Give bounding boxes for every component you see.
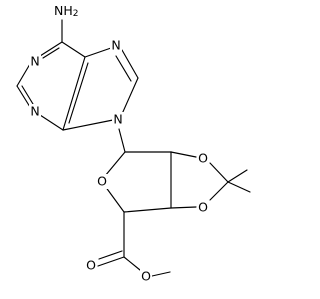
atom-o-ester: O — [141, 269, 151, 284]
bond-otop-cacetal — [209, 162, 229, 183]
bond-obot-c3 — [170, 206, 197, 209]
bond-c6-n1-double — [42, 47, 60, 59]
bond-lines — [16, 19, 251, 277]
bond-c6-c5 — [61, 41, 86, 58]
bond-c4-oring — [104, 185, 125, 213]
bond-c2-otop — [170, 151, 197, 158]
bond-c2-n3-double — [21, 85, 34, 105]
bond-methyl-b — [227, 181, 251, 193]
atom-o-dioxolane-top: O — [198, 151, 208, 166]
bond-c3-c4 — [123, 207, 172, 213]
bond-n7-c8-double — [115, 55, 132, 82]
atom-n7: N — [111, 38, 120, 53]
bond-n7-c8 — [121, 49, 139, 79]
atom-n3: N — [30, 104, 39, 119]
atom-o-carbonyl: O — [86, 258, 96, 273]
bond-c6-n1 — [39, 41, 63, 57]
bond-ccarb-ocarb — [97, 256, 125, 267]
structure-canvas: NH2 N N N N O O O O O — [16, 1, 251, 284]
bond-n1-c2 — [16, 63, 31, 87]
bond-c4-c5 — [62, 56, 86, 131]
atom-n1: N — [30, 54, 39, 69]
bond-n9-c4 — [62, 119, 114, 131]
atom-labels: NH2 N N N N O O O O O — [29, 1, 209, 284]
bond-oring-c1 — [104, 151, 126, 177]
atom-n9: N — [113, 112, 122, 127]
bond-cacetal-obot — [209, 181, 229, 201]
bond-ccarb-ocarb-double — [98, 250, 123, 260]
bond-c8-n9 — [121, 77, 139, 115]
bond-c2-n3 — [16, 85, 31, 108]
bond-c4-c5-double — [68, 62, 89, 124]
bond-oester-ch3 — [151, 271, 171, 277]
amino-label: NH2 — [54, 3, 78, 20]
bond-c5-n7 — [84, 47, 112, 58]
atom-o-dioxolane-bottom: O — [198, 200, 208, 215]
atom-o-ring: O — [97, 174, 107, 189]
bond-n3-c4 — [39, 114, 64, 131]
bond-ccarb-oester — [123, 256, 141, 271]
bond-n9-c1prime — [118, 128, 126, 153]
bond-methyl-a — [227, 169, 248, 183]
molecule-diagram: NH2 N N N N O O O O O — [16, 1, 251, 284]
